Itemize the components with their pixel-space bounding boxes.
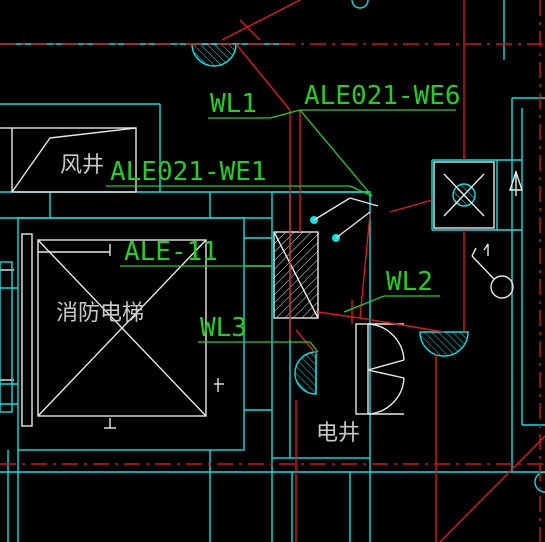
ceiling-light-icon (310, 197, 379, 242)
ceiling-light-icon (534, 471, 545, 493)
ale021-we1-label: ALE021-WE1 (110, 157, 267, 187)
wl3-label: WL3 (200, 313, 247, 343)
ceiling-light-icon (191, 43, 237, 67)
ceiling-light-icon (351, 0, 369, 9)
wl1-label: WL1 (210, 89, 257, 119)
wl2-label: WL2 (386, 267, 433, 297)
air-shaft: 风井 (0, 127, 137, 193)
electrical-shaft-label: 电井 (316, 421, 360, 446)
fire-elevator: 消防电梯 (21, 233, 224, 429)
wall-lamp-icon (294, 351, 317, 395)
annotations: WL1 ALE021-WE6 ALE021-WE1 ALE-11 WL2 WL3 (106, 81, 461, 353)
ceiling-light-icon (419, 331, 469, 357)
door-swing-icon (355, 323, 405, 415)
wiring (221, 0, 545, 542)
ale021-we6-label: ALE021-WE6 (304, 81, 461, 111)
fire-elevator-label: 消防电梯 (56, 301, 144, 326)
switch-icon (471, 243, 514, 299)
left-details (0, 261, 14, 413)
ale-11-label: ALE-11 (124, 237, 218, 267)
exhaust-fan-icon (433, 161, 523, 229)
electrical-shaft: 电井 (273, 231, 360, 446)
air-shaft-label: 风井 (60, 153, 104, 178)
